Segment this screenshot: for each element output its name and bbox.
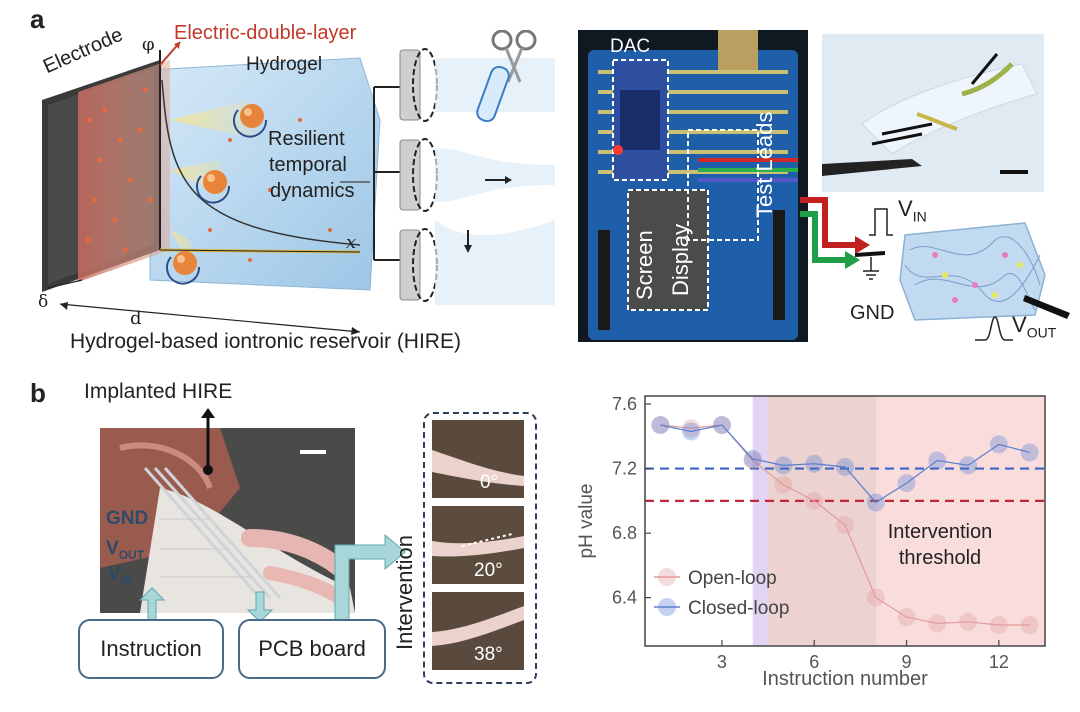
x-tick-label: 3 [717,652,727,672]
vout-pulse-icon [975,316,1013,341]
angle-0-label: 0° [480,472,499,493]
flow-arrows [138,533,406,630]
paw-photo-20 [432,506,524,584]
threshold-annotation-line1: Intervention [888,521,993,543]
legend-label-open-loop: Open-loop [688,568,777,589]
gnd-label-b: GND [106,508,149,529]
y-axis-title: pH value [576,484,597,559]
probe-middle [399,138,555,212]
threshold-annotation-line2: threshold [899,547,981,569]
panel-b-letter: b [30,378,46,408]
x-tick-label: 12 [989,652,1009,672]
y-tick-label: 6.8 [612,523,637,543]
probe-bottom [399,220,555,305]
hire-caption: Hydrogel-based iontronic reservoir (HIRE… [70,330,461,353]
delta-label: δ [38,292,49,312]
dynamics-label: dynamics [270,180,355,202]
legend-label-closed-loop: Closed-loop [688,598,789,619]
vin-label: VIN [898,196,927,225]
angle-38-label: 38° [474,644,503,665]
y-tick-label: 7.2 [612,459,637,479]
plot-frame [644,395,1046,647]
shaded-region-2 [875,396,1045,646]
screen-label: Screen [632,230,657,300]
electrode-leader-lines [160,518,250,578]
gnd-label-a: GND [850,302,895,324]
x-tick-label: 6 [809,652,819,672]
hydrogel-network [855,208,1070,341]
x-axis-title: Instruction number [762,668,928,690]
scissors-icon [476,30,537,123]
hire-schematic [42,30,555,335]
instruction-box: Instruction [78,619,224,679]
implant-pointer-arrow [201,408,215,438]
paw-photo-0 [432,420,524,498]
y-tick-label: 6.4 [612,588,637,608]
shaded-region-1 [768,396,876,646]
edl-label: Electric-double-layer [174,22,357,44]
ion-spheres [166,104,268,285]
x-axis-label: x [346,232,357,253]
hydrogel-electrodes-photo [822,34,1044,192]
intervention-photo-strip [423,412,537,684]
display-label: Display [668,223,693,296]
potential-curve [161,79,361,246]
phi-label: φ [142,34,155,55]
lead-wires [800,197,870,269]
arduino-board-photo [578,30,808,342]
resilient-label: Resilient [268,128,345,150]
closed-loop-line [660,424,1030,504]
dac-label: DAC [610,36,651,57]
vout-label: VOUT [1012,312,1057,341]
x-tick-label: 9 [902,652,912,672]
implanted-hire-label: Implanted HIRE [84,380,233,403]
edl-layer [78,60,170,282]
vin-pulse-icon [869,208,893,236]
test-leads-label: Test Leads [752,111,777,218]
angle-20-label: 20° [474,560,503,581]
vout-label-b: VOUT [106,538,145,562]
d-label: d [130,308,142,329]
ph-chart: 3 6 9 12 6.4 6.8 7.2 7.6 pH value Instruction n… [576,394,1046,690]
pcb-board-box: PCB board [238,619,386,679]
hydrogel-label: Hydrogel [246,54,323,75]
paw-photo-38 [432,592,524,670]
y-tick-label: 7.6 [612,394,637,414]
edl-ions [85,87,332,262]
panel-a-letter: a [30,4,45,34]
temporal-label: temporal [269,154,347,176]
intervention-vertical-label: Intervention [392,535,417,650]
vin-label-b: VIN [108,564,133,588]
